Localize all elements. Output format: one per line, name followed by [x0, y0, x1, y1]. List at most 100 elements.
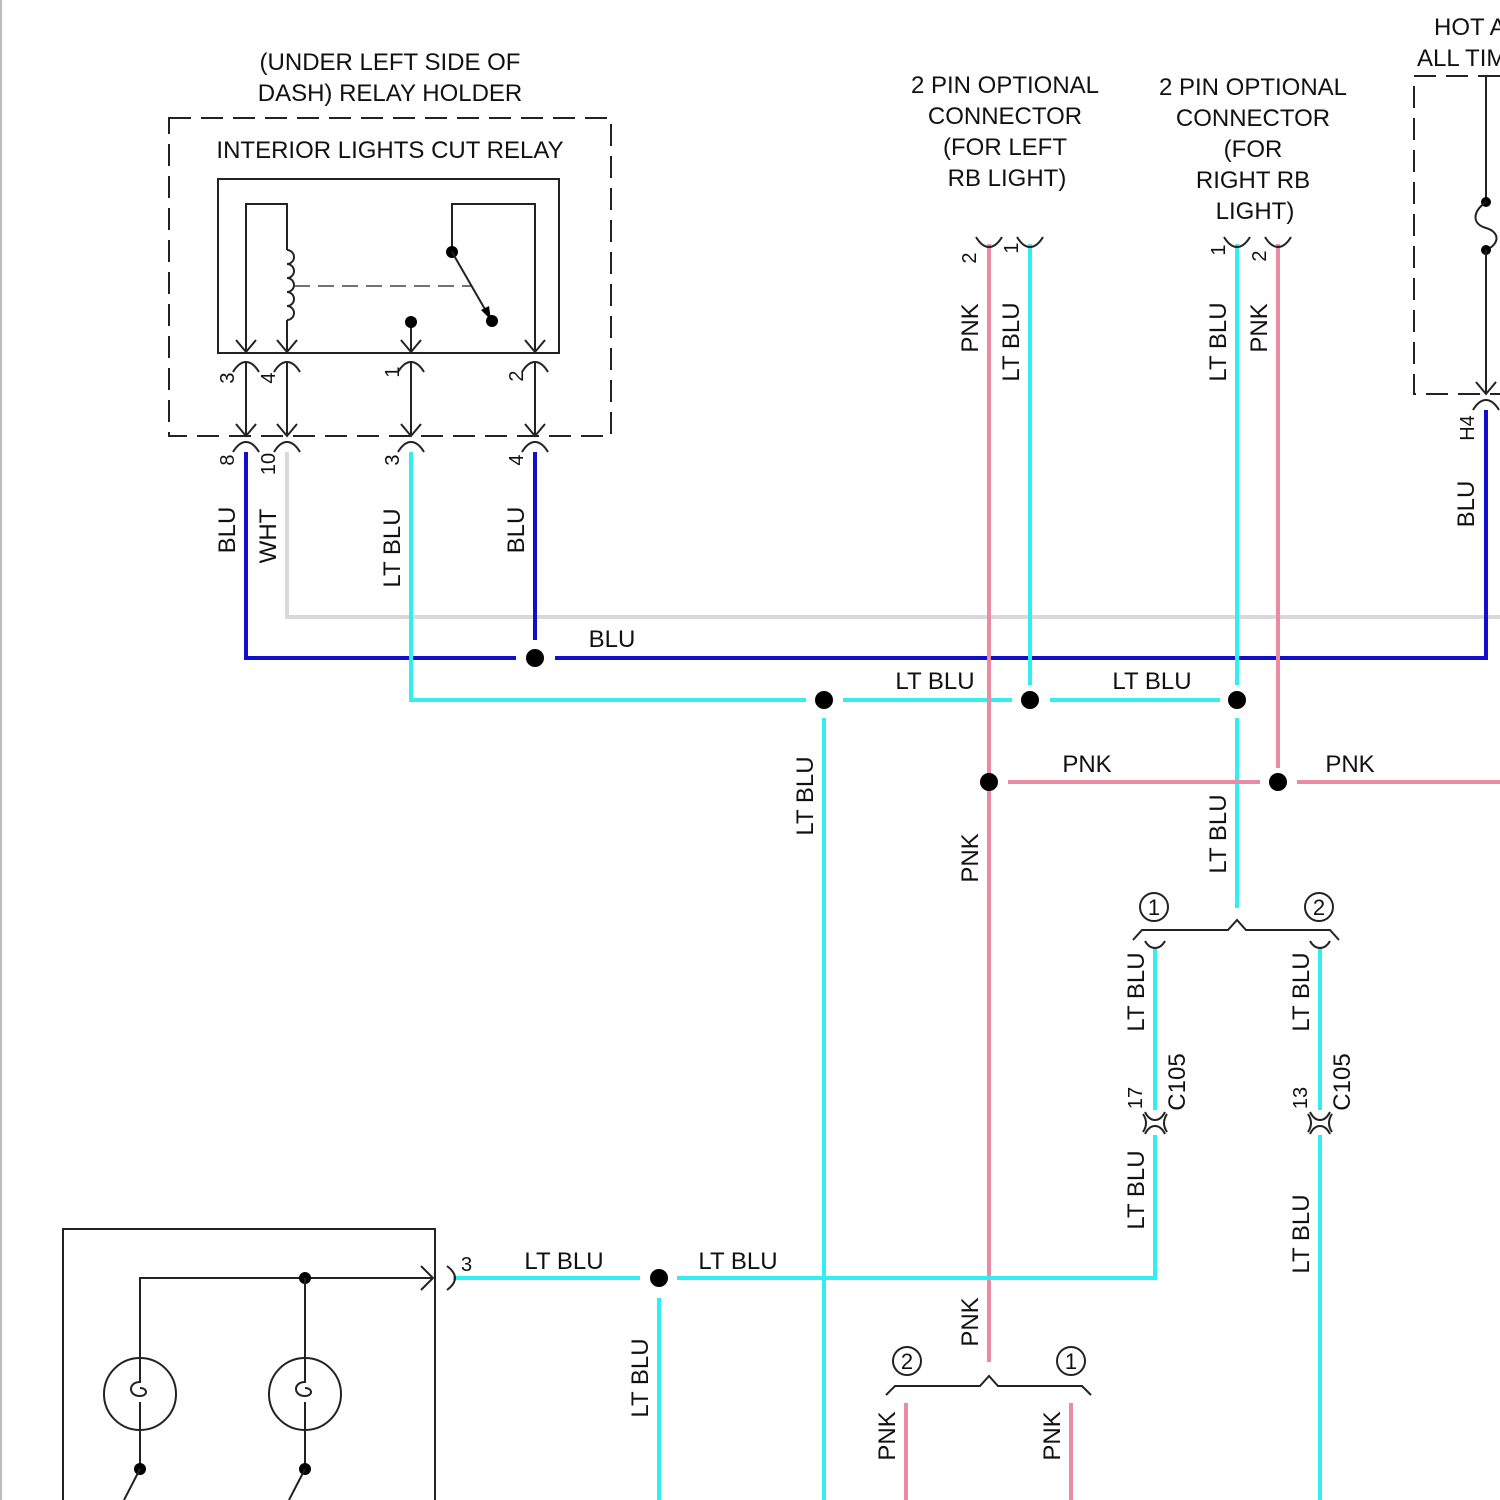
variant-brace-right	[1133, 920, 1339, 940]
splice-ltblu-lamp	[650, 1269, 668, 1287]
opt-left-line3: (FOR LEFT	[943, 134, 1067, 161]
lamp-feed-wire	[140, 1278, 432, 1358]
label-ltblu-lamp-down: LT BLU	[627, 1338, 654, 1417]
variant-2-right: 2	[1313, 895, 1325, 920]
wire-labels: BLU WHT LT BLU BLU BLU BLU PNK LT BLU LT…	[214, 302, 1480, 1460]
hot-box-line1: HOT A	[1434, 14, 1500, 41]
variant-terminal-1	[1145, 941, 1165, 948]
opt-right-pin-1: 1	[1208, 244, 1230, 255]
c105-pin-13: 13	[1290, 1087, 1312, 1109]
hot-box-dashed-frame	[1414, 76, 1500, 394]
hot-box-terminal	[1473, 400, 1499, 410]
opt-left-pin-1: 1	[1001, 242, 1023, 253]
opt-right-line2: CONNECTOR	[1176, 105, 1330, 132]
lamp-assembly: 3	[63, 1229, 472, 1500]
label-ltblu-right-down: LT BLU	[1205, 794, 1232, 873]
label-ltblu-bus-a: LT BLU	[895, 668, 974, 695]
relay-name: INTERIOR LIGHTS CUT RELAY	[216, 137, 563, 164]
variant-2-bottom: 2	[901, 1349, 913, 1374]
label-pnk-bottom: PNK	[957, 1297, 984, 1346]
opt-right-line1: 2 PIN OPTIONAL	[1159, 74, 1347, 101]
bulb-filament-1	[131, 1358, 146, 1436]
label-wht: WHT	[255, 508, 282, 563]
relay-outer-pin-10: 10	[258, 453, 280, 475]
connector-c105-13: 13 C105	[1290, 1053, 1356, 1134]
relay-holder-dashed-box	[169, 118, 611, 436]
label-ltblu-bus-b: LT BLU	[1112, 668, 1191, 695]
variant-brace-bottom	[886, 1376, 1091, 1395]
relay-coil-icon	[287, 250, 294, 320]
c105-label-b: C105	[1329, 1053, 1356, 1110]
lamp-pin-3: 3	[461, 1254, 472, 1276]
label-ltblu-middle: LT BLU	[792, 756, 819, 835]
opt-left-line4: RB LIGHT)	[948, 165, 1067, 192]
label-ltblu-c105-17-top: LT BLU	[1123, 952, 1150, 1031]
label-ltblu-c105-13-bottom: LT BLU	[1288, 1194, 1315, 1273]
c105-13-right-bracket	[1329, 1114, 1332, 1132]
label-ltblu-c105-17-bottom: LT BLU	[1123, 1150, 1150, 1229]
wire-blu-hot	[555, 410, 1486, 658]
c105-13-top-shell	[1310, 1112, 1330, 1120]
label-ltblu-lamp-a: LT BLU	[524, 1248, 603, 1275]
variant-terminal-2	[1310, 941, 1330, 948]
c105-17-right-bracket	[1164, 1114, 1167, 1132]
splice-ltblu-2	[1021, 691, 1039, 709]
splice-ltblu-3	[1228, 691, 1246, 709]
c105-label-a: C105	[1164, 1053, 1191, 1110]
label-ltblu-left-rb: LT BLU	[998, 302, 1025, 381]
c105-17-top-shell	[1145, 1112, 1165, 1120]
c105-13-bottom-shell	[1310, 1126, 1330, 1134]
label-ltblu-pin3: LT BLU	[379, 508, 406, 587]
splice-blu	[526, 649, 544, 667]
c105-pin-17: 17	[1125, 1087, 1147, 1109]
relay-outer-pin-3: 3	[382, 454, 404, 465]
relay-holder-location-line2: DASH) RELAY HOLDER	[258, 80, 523, 107]
c105-17-bottom-shell	[1145, 1126, 1165, 1134]
relay-inner-pin-2: 2	[506, 370, 528, 381]
splice-ltblu-1	[815, 691, 833, 709]
relay-holder-location-line1: (UNDER LEFT SIDE OF	[260, 49, 521, 76]
variant-1-right: 1	[1148, 895, 1160, 920]
label-pnk-left-rb: PNK	[957, 303, 984, 352]
hot-at-all-times-box: HOT A ALL TIM H4	[1414, 14, 1500, 441]
relay-body	[218, 179, 559, 353]
relay-holder: (UNDER LEFT SIDE OF DASH) RELAY HOLDER I…	[169, 49, 611, 475]
relay-switch-arm	[452, 252, 490, 318]
opt-left-pin-2: 2	[959, 252, 981, 263]
splices	[526, 649, 1287, 1287]
relay-switch-wire	[452, 204, 535, 352]
hot-box-line2: ALL TIM	[1417, 45, 1500, 72]
relay-inner-pin-4: 4	[258, 372, 280, 383]
label-pnk-right-rb: PNK	[1246, 303, 1273, 352]
label-ltblu-c105-13-top: LT BLU	[1288, 952, 1315, 1031]
opt-left-line2: CONNECTOR	[928, 103, 1082, 130]
label-pnk-bus-a: PNK	[1062, 751, 1111, 778]
bulb-switch-2	[289, 1469, 305, 1500]
hot-box-pin: H4	[1457, 415, 1479, 441]
label-ltblu-right-rb: LT BLU	[1205, 302, 1232, 381]
relay-outer-pin-4: 4	[506, 454, 528, 465]
label-blu-bus: BLU	[589, 626, 636, 653]
label-pnk-bus-b: PNK	[1325, 751, 1374, 778]
wire-ltblu-pin3	[411, 452, 806, 700]
relay-nc-contact	[405, 316, 417, 328]
relay-inner-arrows	[236, 340, 545, 352]
relay-no-contact	[486, 315, 498, 327]
relay-inner-pin-1: 1	[382, 366, 404, 377]
fuse-icon	[1476, 202, 1497, 250]
label-ltblu-lamp-b: LT BLU	[698, 1248, 777, 1275]
relay-inner-pin-3: 3	[217, 372, 239, 383]
bulb-filament-2	[296, 1358, 311, 1436]
relay-coil-wire	[246, 204, 287, 352]
opt-right-pin-2: 2	[1249, 250, 1271, 261]
bulb-switch-1	[124, 1469, 140, 1500]
optional-connector-right: 2 PIN OPTIONAL CONNECTOR (FOR RIGHT RB L…	[1159, 74, 1347, 262]
relay-outer-pin-8: 8	[217, 454, 239, 465]
opt-right-line4: RIGHT RB	[1196, 167, 1310, 194]
opt-right-line5: LIGHT)	[1216, 198, 1295, 225]
opt-left-line1: 2 PIN OPTIONAL	[911, 72, 1099, 99]
label-blu-pin4: BLU	[503, 507, 530, 554]
variant-1-bottom: 1	[1065, 1349, 1077, 1374]
label-blu-pin8: BLU	[214, 507, 241, 554]
